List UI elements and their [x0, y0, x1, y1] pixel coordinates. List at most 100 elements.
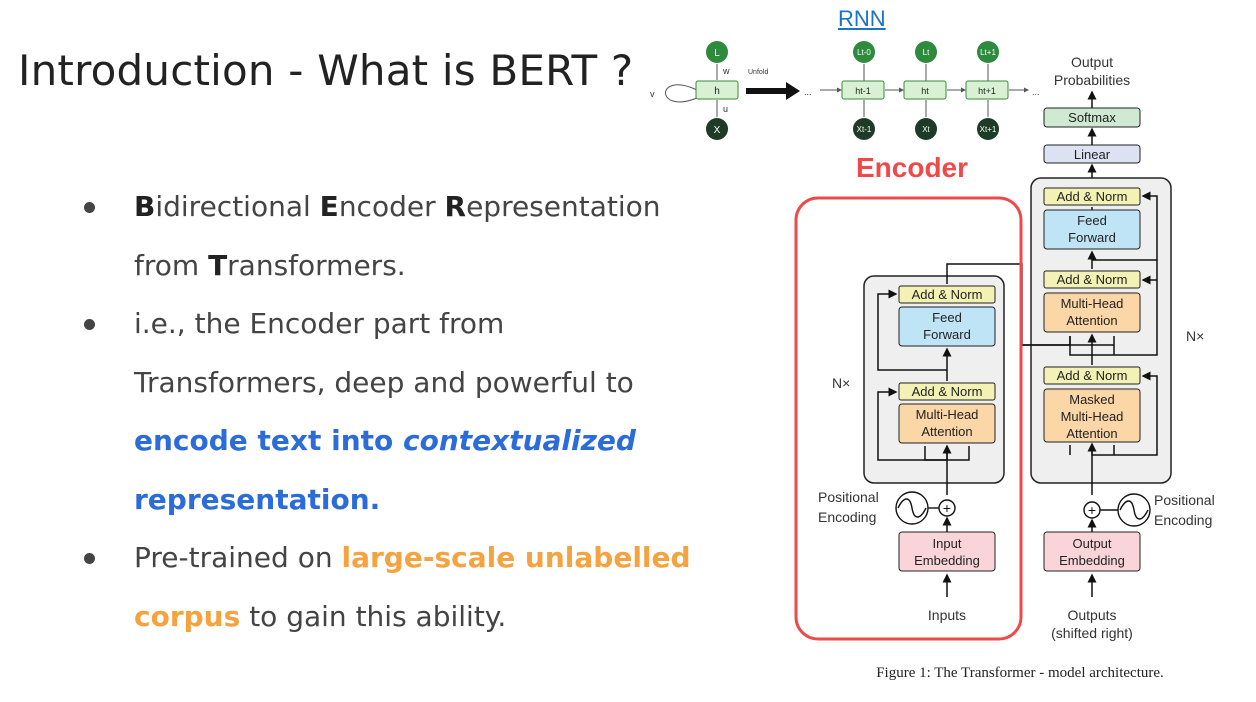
bullet-dot — [84, 553, 95, 564]
figure-caption: Figure 1: The Transformer - model archit… — [876, 665, 1164, 681]
bullet-pretrained: Pre-trained on large-scale unlabelled co… — [84, 529, 724, 646]
bullet-line: Pre-trained on large-scale unlabelled — [134, 529, 724, 588]
output-probabilities-label: Output — [1071, 54, 1113, 70]
encoder-highlight-frame — [794, 196, 1023, 641]
rnn-hidden-label: ht — [921, 86, 929, 96]
masked-attention-block — [1043, 388, 1141, 443]
attention-label: Multi-Head — [1061, 409, 1124, 424]
add-norm-block — [1043, 366, 1141, 385]
rnn-input-label: X — [714, 125, 721, 136]
positional-encoding-label: Positional — [818, 489, 879, 505]
rnn-hidden-node — [841, 80, 885, 100]
rnn-ellipsis: ... — [1032, 87, 1040, 97]
rnn-weight-label: v — [650, 89, 655, 99]
encoder-highlight-label: Encoder — [856, 152, 968, 183]
text-segment: idirectional — [155, 190, 320, 223]
outputs-label: (shifted right) — [1051, 625, 1133, 641]
bullet-dot — [84, 202, 95, 213]
acronym-letter: T — [208, 248, 228, 282]
input-embedding-block — [898, 531, 996, 572]
rnn-link[interactable]: RNN — [838, 6, 886, 31]
add-norm-label: Add & Norm — [1057, 368, 1128, 383]
rnn-output-label: Lt-0 — [857, 48, 871, 57]
transformer-diagram: Output Probabilities Softmax Linear Add … — [794, 54, 1215, 681]
rnn-output-node — [977, 41, 999, 63]
rnn-output-label: Lt — [923, 48, 930, 57]
highlight-blue: representation. — [134, 482, 381, 516]
feed-forward-label: Forward — [1068, 230, 1116, 245]
encoder-nx-label: N× — [832, 375, 850, 391]
positional-encoding-label: Encoding — [1154, 512, 1212, 528]
bullet-bert-acronym: Bidirectional Encoder Representation fro… — [84, 178, 724, 295]
acronym-letter: B — [134, 190, 156, 223]
rnn-output-node — [915, 41, 937, 63]
rnn-output-node — [853, 41, 875, 63]
rnn-input-node — [977, 118, 999, 140]
rnn-input-node — [915, 118, 937, 140]
text-segment: Pre-trained on — [134, 541, 342, 574]
add-norm-block — [898, 382, 996, 401]
add-norm-block — [1043, 187, 1141, 206]
add-norm-label: Add & Norm — [912, 384, 983, 399]
rnn-diagram: L w v h u X Unfold ... ... Lt-0 ht-1 — [650, 41, 1040, 140]
sine-wave-path — [897, 498, 927, 518]
text-segment: from — [134, 248, 209, 282]
embedding-label: Embedding — [1059, 553, 1125, 568]
add-norm-block — [1043, 270, 1141, 289]
rnn-hidden-node — [903, 80, 947, 100]
attention-label: Multi-Head — [916, 407, 979, 422]
residual-arrow — [877, 387, 947, 461]
text-segment: to gain this ability. — [240, 599, 507, 633]
plus-glyph: + — [1088, 502, 1096, 518]
plus-glyph: + — [943, 500, 951, 516]
rnn-hidden-label: ht-1 — [855, 86, 871, 96]
linear-block — [1043, 144, 1141, 164]
attention-label: Attention — [921, 424, 972, 439]
highlight-blue-italic: contextualized — [403, 424, 636, 457]
feed-forward-label: Forward — [923, 327, 971, 342]
rnn-output-node — [706, 41, 728, 63]
text-segment: ncoder — [338, 190, 445, 223]
rnn-output-label: Lt+1 — [980, 48, 996, 57]
bullet-line: Transformers, deep and powerful to — [134, 365, 634, 399]
residual-arrow — [877, 289, 947, 371]
bullet-list: Bidirectional Encoder Representation fro… — [84, 178, 724, 646]
rnn-input-label: Xt+1 — [980, 125, 997, 134]
embedding-label: Input — [933, 536, 962, 551]
rnn-unfold-label: Unfold — [748, 69, 768, 76]
text-segment: epresentation — [466, 190, 661, 223]
add-norm-label: Add & Norm — [912, 287, 983, 302]
slide-title: Introduction - What is BERT ? — [18, 46, 634, 95]
bullet-line: corpus to gain this ability. — [134, 588, 724, 647]
text-segment: ransformers. — [227, 248, 406, 282]
decoder-nx-label: N× — [1186, 328, 1204, 344]
output-probabilities-label: Probabilities — [1054, 72, 1130, 88]
add-norm-label: Add & Norm — [1057, 272, 1128, 287]
add-norm-label: Add & Norm — [1057, 189, 1128, 204]
attention-label: Multi-Head — [1061, 296, 1124, 311]
bullet-line: representation. — [134, 471, 724, 530]
attention-label: Attention — [1066, 313, 1117, 328]
add-norm-block — [898, 285, 996, 304]
rnn-hidden-node — [965, 80, 1009, 100]
rnn-weight-label: u — [723, 104, 728, 114]
residual-arrow — [1092, 191, 1158, 356]
softmax-label: Softmax — [1068, 110, 1116, 125]
outputs-label: Outputs — [1067, 607, 1116, 623]
highlight-orange: large-scale unlabelled — [341, 541, 691, 574]
rnn-recurrent-loop — [665, 84, 698, 103]
bullet-line: encode text into contextualized — [134, 412, 724, 471]
rnn-input-label: Xt — [922, 125, 930, 134]
bullet-encoder-part: i.e., the Encoder part from Transformers… — [84, 295, 724, 529]
bullet-dot — [84, 319, 95, 330]
output-embedding-block — [1043, 531, 1141, 572]
unfold-arrow-icon — [746, 82, 800, 100]
rnn-step: Lt-0 ht-1 Xt-1 — [841, 41, 885, 140]
rnn-input-label: Xt-1 — [857, 125, 872, 134]
feed-forward-block — [898, 306, 996, 347]
attention-label: Masked — [1069, 392, 1115, 407]
multi-head-attention-block — [1043, 292, 1141, 333]
highlight-blue: encode text into — [134, 424, 404, 457]
